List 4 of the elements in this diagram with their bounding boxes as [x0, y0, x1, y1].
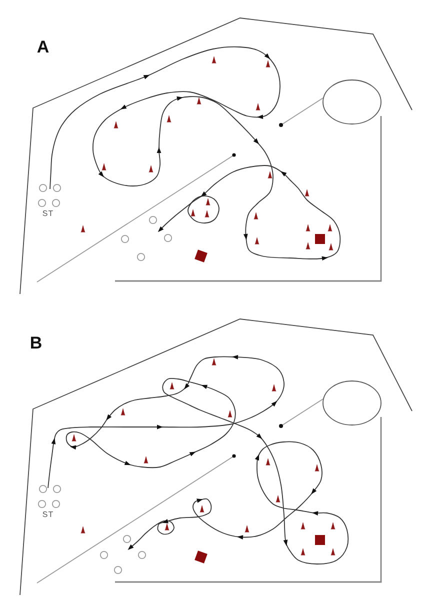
panel-letter: B — [30, 334, 42, 352]
panel-letter: A — [36, 38, 50, 56]
start-label: ST — [42, 511, 54, 519]
start-label: ST — [42, 210, 54, 218]
